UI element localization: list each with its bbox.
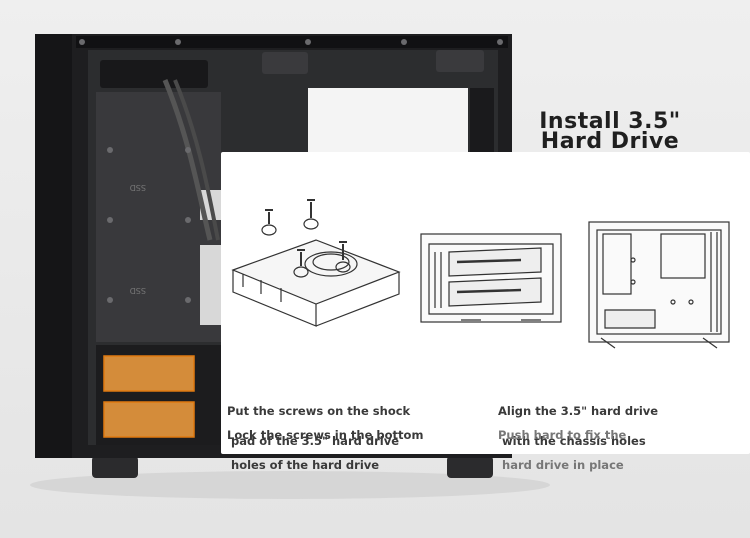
step-2-line-1: Lock the screws in the bottom [227,428,424,442]
hdd-bracket-highlight-1 [103,355,195,392]
title-line-1: Install 3.5" [539,109,681,134]
step-1-line-2: pad of the 3.5" hard drive [227,434,399,448]
page-title: Install 3.5" Hard Drive [520,109,700,154]
step-4-line-2: hard drive in place [498,458,624,472]
hdd-screws-illustration [231,199,401,327]
step-3-caption: Align the 3.5" hard drive with the chass… [498,386,658,466]
instruction-illustrations [231,199,730,349]
step-4-line-1: Push hard to fix the [498,428,627,442]
hdd-align-illustration [420,233,562,323]
title-line-2: Hard Drive [540,129,680,154]
case-front-panel [35,34,77,458]
step-3-line-2: with the chassis holes [498,434,646,448]
ssd-label-2: SSD [130,286,146,295]
instruction-panel: Put the screws on the shock pad of the 3… [221,152,750,471]
chassis-illustration [588,221,730,349]
case-foot-left [92,456,138,478]
ssd-label-1: SSD [130,183,146,192]
step-1-caption: Put the screws on the shock pad of the 3… [227,386,410,466]
case-foot-right [447,456,493,478]
step-2-caption: Lock the screws in the bottom holes of t… [227,410,423,490]
step-4-caption: Push hard to fix the hard drive in place [498,410,626,490]
step-1-line-1: Put the screws on the shock [227,404,411,418]
step-3-line-1: Align the 3.5" hard drive [498,404,659,418]
hdd-bracket-highlight-2 [103,401,195,438]
step-2-line-2: holes of the hard drive [227,458,380,472]
